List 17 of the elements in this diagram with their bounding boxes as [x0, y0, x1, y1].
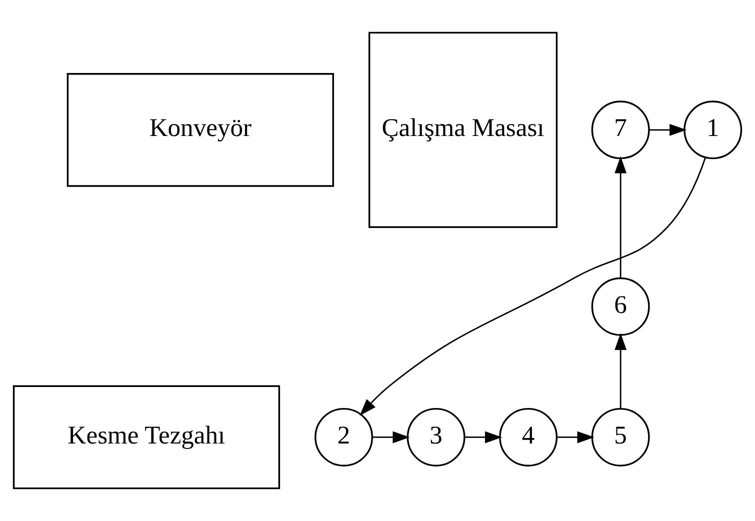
node-circle: 4 [499, 408, 558, 466]
arrow [614, 156, 627, 278]
node-box: Kesme Tezgahı [12, 385, 280, 490]
node-circle: 3 [406, 408, 466, 466]
node-box: Konveyör [66, 72, 334, 187]
arrow [372, 431, 410, 444]
node-box: Çalışma Masası [368, 32, 558, 228]
arrow [556, 431, 594, 444]
node-circle: 2 [314, 408, 374, 466]
arrow [614, 332, 627, 409]
arrow [360, 157, 706, 416]
node-circle: 1 [684, 100, 742, 160]
node-circle: 7 [591, 100, 650, 160]
arrow [649, 124, 687, 136]
arrow [464, 431, 502, 444]
node-circle: 5 [591, 408, 650, 466]
node-circle: 6 [591, 277, 650, 336]
